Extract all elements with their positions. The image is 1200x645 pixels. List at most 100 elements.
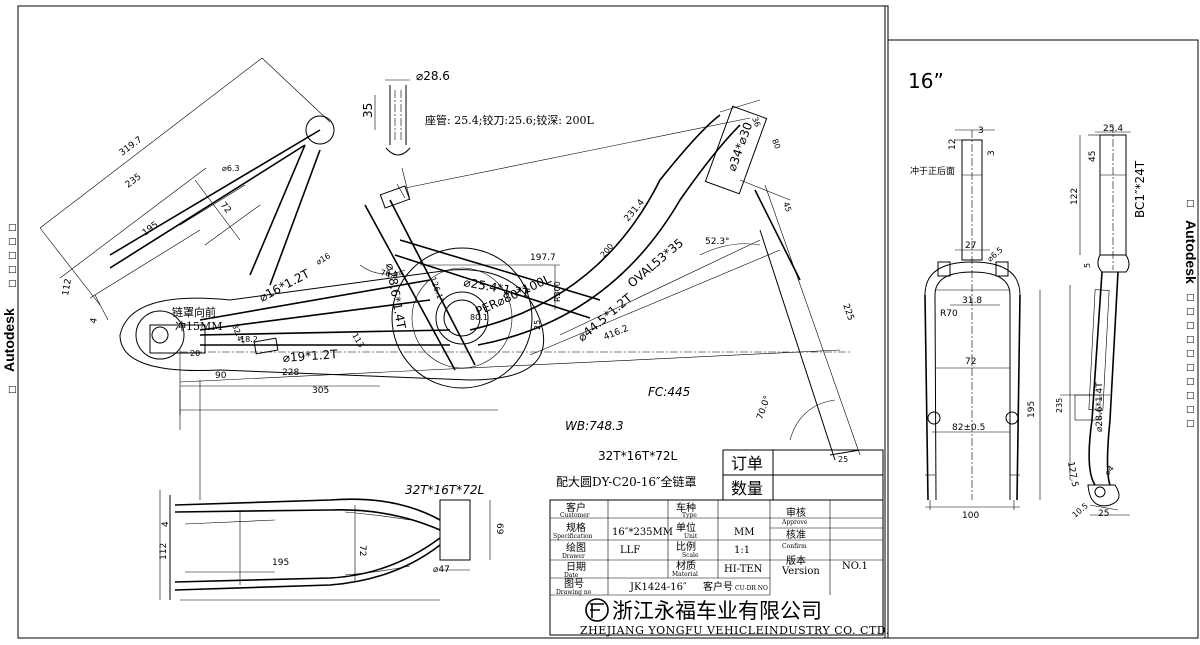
chain-guard-note: 链罩向前 xyxy=(172,305,216,319)
fork-front-view: 16” xyxy=(908,69,1041,510)
dim-1977: 197.7 xyxy=(530,253,556,263)
box-glyph: □ xyxy=(1186,419,1195,429)
punch-note: 冲15MM xyxy=(175,319,223,333)
tv-dim-72: 72 xyxy=(357,545,367,556)
tb-date: 日期 xyxy=(566,561,586,573)
fork-size-label: 16” xyxy=(908,69,944,93)
tb-spec-val: 16″*235MM xyxy=(612,527,673,538)
fork-thread-label: BC1″*24T xyxy=(1133,160,1147,218)
fork-dim-195: 195 xyxy=(1027,401,1037,418)
fork-side-dim-4: ⌀4 xyxy=(1103,464,1116,477)
fork-front-labels: 3 12 3 冲于正后面 27 ⌀6.5 31.8 R70 72 82±0.5 … xyxy=(910,126,1037,521)
dim-523: 52.3° xyxy=(705,237,730,247)
qty-label: 数量 xyxy=(731,479,763,498)
tb-customer: 客户 xyxy=(566,501,586,514)
dim-182: 18.2 xyxy=(240,335,258,344)
seat-tube-dia-label: ⌀28.6 xyxy=(416,69,450,83)
tube-286-label: ⌀28.6*1.4T xyxy=(383,262,408,330)
dim-25b: 25 xyxy=(533,320,542,330)
r300-label: R300 xyxy=(553,281,562,302)
tb-custno: 客户号 xyxy=(703,580,733,593)
tb-drawing: 图号 xyxy=(564,578,584,590)
tv-sprocket-label: 32T*16T*72L xyxy=(405,483,484,497)
box-glyph: □ xyxy=(1186,199,1195,209)
fork-side-dim-5: 5 xyxy=(1083,263,1092,268)
company-name-cn: 浙江永福车业有限公司 xyxy=(612,599,822,623)
box-glyph: □ xyxy=(8,385,17,395)
tb-custno-val: CU-DR NO xyxy=(735,585,768,592)
sheet-border xyxy=(17,5,1199,639)
company-logo xyxy=(585,598,609,622)
top-view-dimension-labels: 4 112 195 72 69 ⌀47 32T*16T*72L xyxy=(159,483,504,575)
title-block: 订单 数量 客户 Customer 车种 Type 审核 Approve 规格 … xyxy=(549,449,890,637)
head-tube-label: ⌀34*⌀30 xyxy=(725,120,756,173)
dim-phi63: ⌀6.3 xyxy=(222,164,240,173)
tb-scale-en: Scale xyxy=(682,552,699,559)
frame-top-view xyxy=(159,380,491,601)
tb-confirm: 核准 xyxy=(786,528,806,541)
fork-dim-12: 12 xyxy=(948,139,958,150)
stay-16-label: ⌀16*1.2T xyxy=(257,266,313,304)
fork-punch-note: 冲于正后面 xyxy=(910,165,955,177)
tv-dim-195: 195 xyxy=(272,558,289,568)
fork-side-dim-1275: 127.5 xyxy=(1065,461,1079,488)
company-name-en: ZHEJIANG YONGFU VEHICLEINDUSTRY CO. CTD. xyxy=(580,624,890,637)
order-label: 订单 xyxy=(731,454,763,473)
box-glyph: □ xyxy=(1186,391,1195,401)
tb-spec: 规格 xyxy=(566,521,586,534)
dim-4: 4 xyxy=(89,317,100,325)
dim-16: ⌀16 xyxy=(315,251,332,266)
fork-dim-72: 72 xyxy=(965,357,976,367)
tb-material-en: Material xyxy=(672,571,698,578)
autodesk-left-label: Autodesk xyxy=(1,308,17,372)
seat-tube-detail: ⌀28.6 35 座管: 25.4;铰刀:25.6;铰深: 200L xyxy=(361,69,595,156)
fork-side-labels: 25.4 45 122 BC1″*24T 5 235 ⌀28.6*1.4T 12… xyxy=(1055,124,1147,520)
stay-19-label: ⌀19*1.2T xyxy=(282,347,338,365)
tb-approve: 审核 xyxy=(786,506,806,519)
fork-side-dim-235: 235 xyxy=(1055,398,1064,413)
fork-dim-3a: 3 xyxy=(978,126,984,136)
fork-dim-100: 100 xyxy=(962,511,979,521)
frame-side-view xyxy=(39,57,861,461)
fork-dim-3b: 3 xyxy=(987,150,997,156)
fork-dim-318: 31.8 xyxy=(962,296,982,306)
guard-label: 配大圆DY-C20-16″全链罩 xyxy=(556,474,697,489)
tb-drawer: 绘图 xyxy=(566,541,586,554)
fork-dim-27: 27 xyxy=(965,241,976,251)
box-glyph: □ xyxy=(8,279,17,289)
dim-305: 305 xyxy=(312,386,329,396)
box-glyph: □ xyxy=(8,223,17,233)
fork-side-dim-105: 10.5 xyxy=(1071,501,1090,519)
fork-side-dim-45: 45 xyxy=(1088,151,1098,162)
tb-version-en: Version xyxy=(781,566,820,577)
tb-drawing-en: Drawing no xyxy=(556,589,592,596)
box-glyph: □ xyxy=(8,237,17,247)
dim-80: 80 xyxy=(770,138,782,151)
tb-unit: 单位 xyxy=(676,521,696,534)
tb-version-val: NO.1 xyxy=(842,561,868,572)
dim-200: 200 xyxy=(599,242,616,259)
box-glyph: □ xyxy=(1186,363,1195,373)
tb-type-en: Type xyxy=(682,512,697,519)
fork-dim-82: 82±0.5 xyxy=(952,423,985,433)
box-glyph: □ xyxy=(1186,405,1195,415)
dim-709: 70.9° xyxy=(380,268,403,281)
box-glyph: □ xyxy=(1186,349,1195,359)
oval-label: OVAL53*35 xyxy=(625,236,686,291)
left-side-mark: □ □ □ □ □ Autodesk □ xyxy=(1,223,17,395)
fc-label: FC:445 xyxy=(648,385,690,399)
tb-drawing-val: JK1424-16″ xyxy=(629,582,687,593)
tb-spec-en: Specification xyxy=(553,533,593,540)
dim-801: 80.1 xyxy=(470,313,488,322)
box-glyph: □ xyxy=(8,251,17,261)
dim-700: 70.0° xyxy=(755,395,773,421)
dim-3197: 319.7 xyxy=(118,135,145,158)
tb-confirm-en: Confirm xyxy=(782,543,807,550)
tb-material: 材质 xyxy=(676,559,696,572)
sprocket-label: 32T*16T*72L xyxy=(598,449,677,463)
box-glyph: □ xyxy=(1186,293,1195,303)
tb-drawer-en: Drawer xyxy=(562,553,585,560)
box-glyph: □ xyxy=(1186,377,1195,387)
wb-label: WB:748.3 xyxy=(565,419,624,433)
